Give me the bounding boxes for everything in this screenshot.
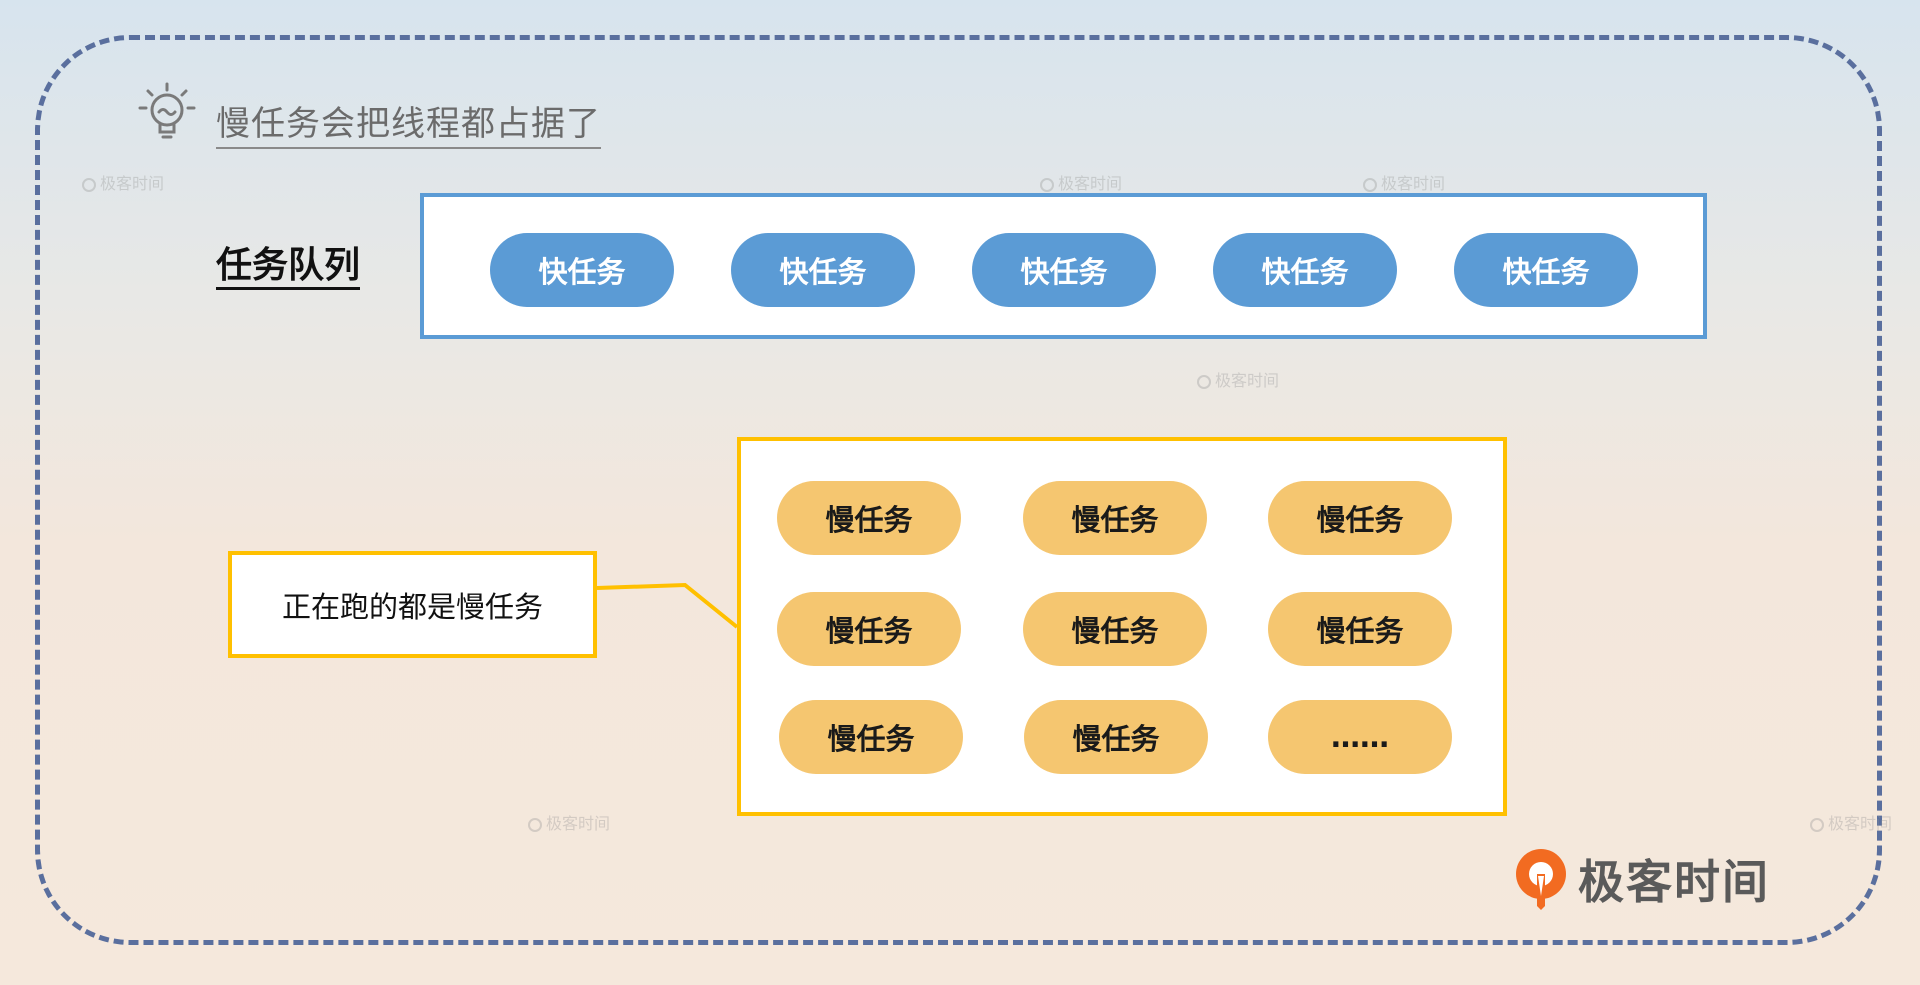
- fast-task-pill: 快任务: [1454, 233, 1638, 307]
- watermark-logo-icon: [1040, 178, 1054, 192]
- watermark-logo-icon: [1197, 375, 1211, 389]
- slow-task-pill: 慢任务: [777, 592, 961, 666]
- watermark: 极客时间: [1363, 170, 1445, 194]
- watermark-logo-icon: [82, 178, 96, 192]
- slide-title: 慢任务会把线程都占据了: [216, 96, 601, 149]
- task-queue-box: 快任务 快任务 快任务 快任务 快任务: [420, 193, 1707, 339]
- fast-task-pill: 快任务: [731, 233, 915, 307]
- fast-task-pill: 快任务: [1213, 233, 1397, 307]
- lightbulb-icon: [138, 82, 196, 139]
- slow-task-pill: 慢任务: [779, 700, 963, 774]
- watermark: 极客时间: [82, 170, 164, 194]
- slow-task-pill: 慢任务: [1024, 700, 1208, 774]
- task-queue-label: 任务队列: [216, 245, 361, 290]
- brand-name: 极客时间: [1578, 855, 1770, 909]
- watermark-logo-icon: [528, 818, 542, 832]
- running-callout: 正在跑的都是慢任务: [228, 551, 597, 658]
- slow-task-pill: 慢任务: [1268, 481, 1452, 555]
- slow-task-pill: 慢任务: [1023, 481, 1207, 555]
- slow-task-pill: 慢任务: [777, 481, 961, 555]
- brand-logo-icon: [1516, 849, 1566, 910]
- ellipsis-pill: ……: [1268, 700, 1452, 774]
- watermark: 极客时间: [528, 810, 610, 834]
- slow-task-pill: 慢任务: [1268, 592, 1452, 666]
- brand-logo: 极客时间: [1512, 846, 1770, 912]
- dashed-frame: [35, 35, 1882, 945]
- watermark: 极客时间: [1810, 810, 1892, 834]
- running-threads-box: 慢任务 慢任务 慢任务 慢任务 慢任务 慢任务 慢任务 慢任务 ……: [737, 437, 1507, 816]
- watermark: 极客时间: [1197, 367, 1279, 391]
- watermark: 极客时间: [1040, 170, 1122, 194]
- fast-task-pill: 快任务: [972, 233, 1156, 307]
- slow-task-pill: 慢任务: [1023, 592, 1207, 666]
- fast-task-pill: 快任务: [490, 233, 674, 307]
- watermark-logo-icon: [1810, 818, 1824, 832]
- watermark-logo-icon: [1363, 178, 1377, 192]
